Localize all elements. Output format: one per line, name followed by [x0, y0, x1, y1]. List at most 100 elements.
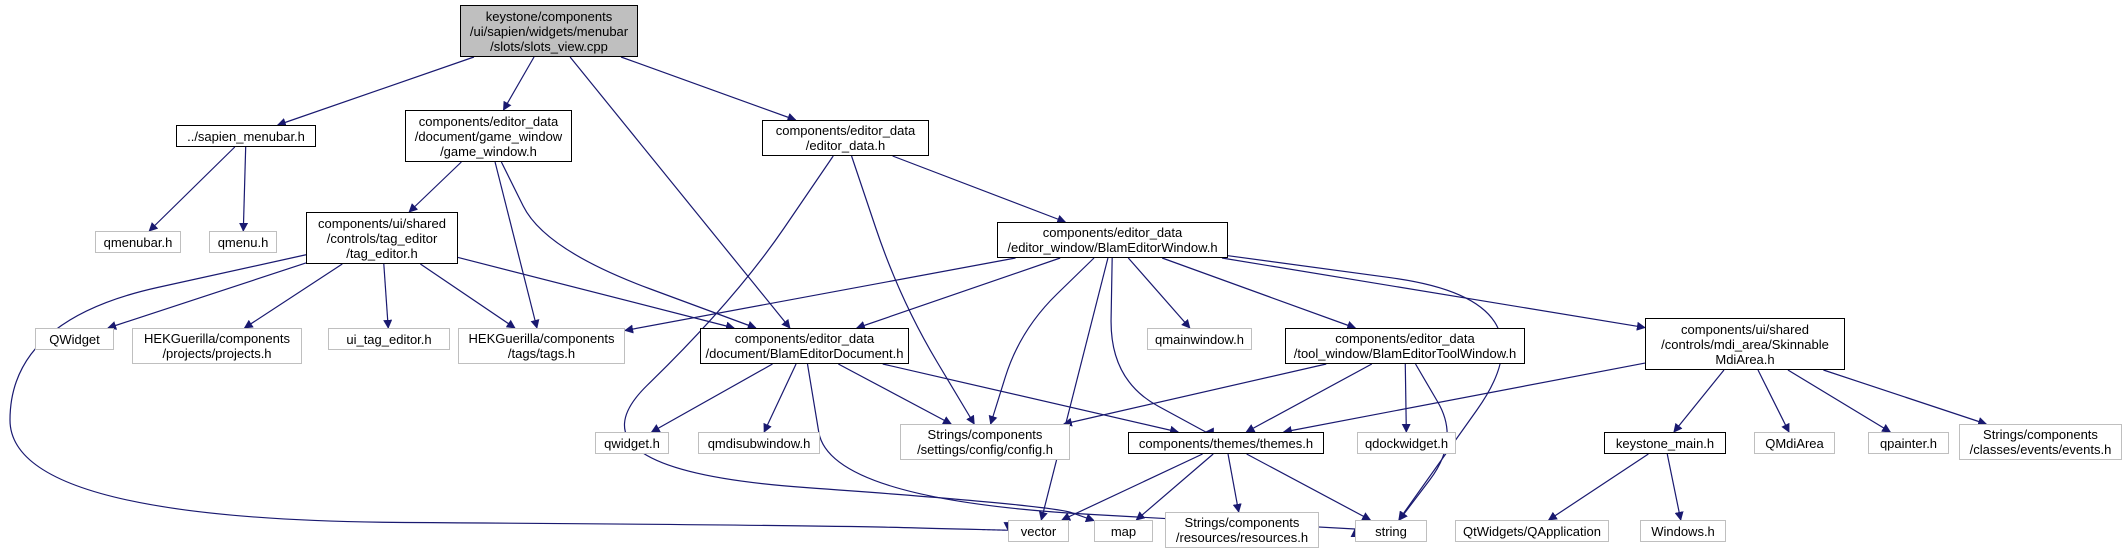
node-qdockwidget-h: qdockwidget.h — [1357, 432, 1456, 454]
node-label: qmenu.h — [218, 235, 269, 250]
node-sapien-menubar-h[interactable]: ../sapien_menubar.h — [176, 125, 316, 147]
node-label-line: ui_tag_editor.h — [346, 331, 432, 347]
edge-game_window-to-tags — [494, 161, 540, 329]
node-events-h: Strings/components/classes/events/events… — [1959, 424, 2122, 460]
node-label-line: HEKGuerilla/components — [468, 331, 615, 346]
edge-root-to-sapien_menubar — [276, 56, 475, 127]
node-label-line: QMdiArea — [1765, 435, 1824, 451]
node-qapplication: QtWidgets/QApplication — [1455, 520, 1609, 542]
node-blam-editor-document-h[interactable]: components/editor_data/document/BlamEdit… — [700, 328, 909, 364]
node-label-line: QWidget — [49, 331, 100, 347]
edge-tool_window-to-themes — [1245, 363, 1373, 433]
edge-editor_data-to-config — [850, 155, 975, 425]
node-label-line: /game_window.h — [440, 143, 537, 159]
edge-sapien_menubar-to-qmenu — [239, 146, 249, 232]
edge-tool_window-to-config — [1062, 363, 1327, 427]
node-label: HEKGuerilla/components/tags/tags.h — [469, 331, 615, 361]
node-map: map — [1094, 520, 1153, 542]
node-label: qdockwidget.h — [1365, 436, 1448, 451]
edge-blam_window-to-qmainwindow — [1127, 257, 1191, 329]
node-themes-h[interactable]: components/themes/themes.h — [1128, 432, 1324, 454]
edge-blam_document-to-themes — [882, 363, 1180, 435]
node-qmenu-h: qmenu.h — [209, 231, 277, 253]
node-qwidget: QWidget — [35, 328, 114, 350]
node-blam-editor-window-h[interactable]: components/editor_data/editor_window/Bla… — [997, 222, 1228, 258]
edge-tag_editor-to-qwidget — [107, 262, 307, 330]
node-resources-h: Strings/components/resources/resources.h — [1165, 512, 1319, 548]
node-label-line: keystone_main.h — [1615, 435, 1715, 451]
node-label: Strings/components/settings/config/confi… — [917, 427, 1053, 457]
edge-keystone_main-to-qapplication — [1547, 453, 1649, 521]
node-label-line: /tag_editor.h — [346, 245, 418, 261]
node-qmdisubwindow-h: qmdisubwindow.h — [698, 432, 820, 454]
node-label-line: /tool_window/BlamEditorToolWindow.h — [1293, 346, 1517, 361]
node-label-line: Strings/components — [1983, 427, 2098, 442]
node-editor-data-h[interactable]: components/editor_data/editor_data.h — [762, 120, 929, 156]
node-keystone-main-h[interactable]: keystone_main.h — [1604, 432, 1726, 454]
edge-blam_window-to-mdi_area — [1221, 257, 1646, 331]
node-label-line: /projects/projects.h — [162, 346, 272, 361]
edge-blam_document-to-qwidget_h — [650, 363, 773, 433]
node-label-line: /ui/sapien/widgets/menubar — [469, 23, 629, 39]
node-game-window-h[interactable]: components/editor_data/document/game_win… — [405, 110, 572, 162]
node-label-line: qmenu.h — [217, 234, 269, 250]
edge-mdi_area-to-themes — [1282, 362, 1646, 435]
node-label: QtWidgets/QApplication — [1463, 524, 1601, 539]
edge-game_window-to-tag_editor — [408, 161, 462, 213]
node-label: Strings/components/classes/events/events… — [1970, 427, 2112, 457]
node-label-line: /resources/resources.h — [1175, 530, 1309, 545]
edge-tag_editor-to-projects — [243, 263, 343, 329]
node-slots-view-cpp: keystone/components/ui/sapien/widgets/me… — [460, 5, 638, 57]
node-blam-editor-tool-window-h[interactable]: components/editor_data/tool_window/BlamE… — [1285, 328, 1525, 364]
edge-tag_editor-to-ui_tag_editor — [383, 263, 393, 329]
node-label-line: /document/BlamEditorDocument.h — [705, 346, 904, 361]
node-label: string — [1375, 524, 1407, 539]
node-tag-editor-h[interactable]: components/ui/shared/controls/tag_editor… — [306, 212, 458, 264]
node-label-line: components/editor_data — [1335, 331, 1475, 346]
node-label: map — [1111, 524, 1136, 539]
edge-game_window-to-blam_document — [500, 161, 757, 330]
node-label-line: components/editor_data — [775, 123, 916, 138]
node-label: components/editor_data/document/BlamEdit… — [706, 331, 904, 361]
node-label-line: /tags/tags.h — [507, 346, 576, 361]
node-label-line: HEKGuerilla/components — [144, 331, 290, 346]
node-label-line: /controls/tag_editor — [326, 230, 438, 246]
node-label: components/ui/shared/controls/tag_editor… — [318, 216, 446, 261]
node-label: keystone_main.h — [1616, 436, 1714, 451]
node-label: components/editor_data/editor_data.h — [776, 123, 915, 153]
node-label: vector — [1021, 524, 1056, 539]
edge-themes-to-map — [1135, 453, 1214, 521]
node-label: qmenubar.h — [104, 235, 173, 250]
edge-tag_editor-to-tags — [420, 263, 516, 329]
node-label-line: string — [1375, 523, 1407, 539]
node-label-line: /settings/config/config.h — [917, 442, 1053, 457]
edge-root-to-blam_document — [569, 56, 791, 329]
node-windows-h: Windows.h — [1640, 520, 1726, 542]
node-label-line: /controls/mdi_area/Skinnable — [1661, 336, 1829, 352]
node-projects-h: HEKGuerilla/components/projects/projects… — [132, 328, 302, 364]
node-label-line: components/ui/shared — [318, 215, 446, 231]
node-label: qpainter.h — [1880, 436, 1937, 451]
edge-editor_data-to-blam_window — [892, 155, 1067, 224]
edge-sapien_menubar-to-qmenubar — [148, 146, 236, 232]
edge-themes-to-resources — [1227, 453, 1242, 513]
node-label-line: /classes/events/events.h — [1969, 442, 2112, 457]
node-label-line: /editor_data.h — [805, 138, 886, 153]
node-qwidget-h: qwidget.h — [595, 432, 669, 454]
edge-blam_window-to-string — [1227, 255, 1503, 521]
node-qmenubar-h: qmenubar.h — [95, 231, 181, 253]
edge-blam_window-to-tool_window — [1161, 257, 1357, 330]
node-label-line: components/ui/shared — [1681, 321, 1809, 337]
node-label-line: components/editor_data — [418, 113, 559, 129]
edge-blam_window-to-tags — [624, 257, 1016, 334]
node-label: components/editor_data/document/game_win… — [415, 114, 562, 159]
node-skinnable-mdi-area-h[interactable]: components/ui/shared/controls/mdi_area/S… — [1645, 318, 1845, 370]
node-qmainwindow-h: qmainwindow.h — [1147, 328, 1252, 350]
node-label-line: map — [1110, 523, 1137, 539]
edge-mdi_area-to-events — [1823, 369, 1988, 426]
node-label-line: qmdisubwindow.h — [707, 435, 811, 451]
node-label: qmdisubwindow.h — [708, 436, 811, 451]
node-label: components/editor_data/tool_window/BlamE… — [1294, 331, 1517, 361]
node-string: string — [1355, 520, 1427, 542]
